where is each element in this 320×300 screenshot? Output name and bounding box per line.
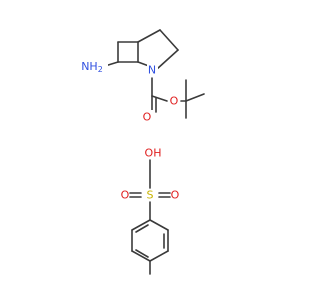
ester-oxygen-label: O <box>170 95 179 108</box>
ring-nitrogen-label: N <box>148 64 156 77</box>
structure-drawing: NH2 N O O <box>78 29 205 275</box>
sulfonyl-oxygen-left-label: O <box>121 189 130 202</box>
tosic-acid: OH S O O <box>121 147 180 275</box>
bond <box>151 95 168 102</box>
hydroxyl-label: OH <box>145 147 162 160</box>
bond <box>135 249 149 258</box>
sulfonyl-oxygen-right-label: O <box>171 189 180 202</box>
bond <box>137 29 161 43</box>
amine-compound: NH2 N O O <box>78 29 205 124</box>
amine-label: NH2 <box>81 60 103 74</box>
bond <box>185 93 205 102</box>
bond <box>131 250 151 262</box>
bond <box>159 29 179 51</box>
structure-canvas: NH2 N O O <box>78 29 205 275</box>
bond <box>131 219 151 231</box>
bond <box>149 219 169 231</box>
bond <box>149 250 169 262</box>
sulfur-label: S <box>147 189 154 202</box>
bond <box>135 224 149 233</box>
bond <box>156 49 179 70</box>
carbonyl-oxygen-label: O <box>143 111 152 124</box>
